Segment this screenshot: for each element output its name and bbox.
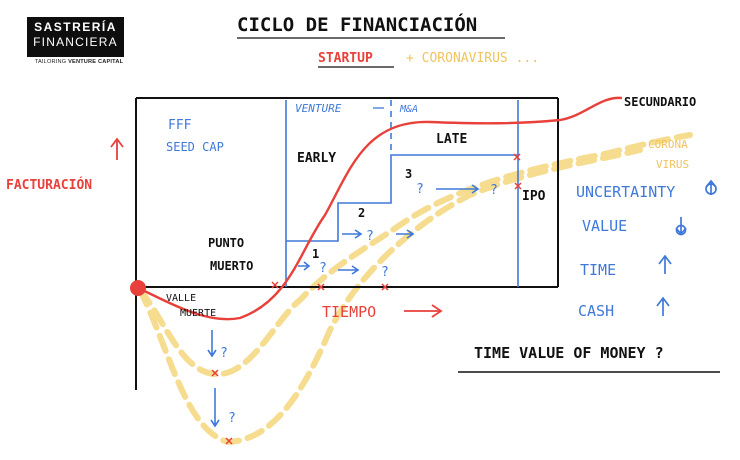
valle-line1: VALLE [166, 293, 196, 304]
arrow-icon [338, 265, 360, 275]
question-mark: ? [228, 411, 236, 426]
arrow-icon [436, 184, 480, 194]
arrow-up-icon [705, 179, 717, 195]
question-mark: ? [490, 183, 498, 198]
stage-seed-cap: SEED CAP [166, 140, 224, 154]
brand-tagline: TAILORING VENTURE CAPITAL [24, 59, 134, 65]
time-value-of-money: TIME VALUE OF MONEY ? [474, 344, 664, 362]
punto-muerto-line2: MUERTO [210, 259, 253, 273]
corona-curve-lower [137, 147, 643, 446]
question-mark: ? [416, 182, 424, 197]
tiempo-label: TIEMPO [322, 303, 376, 321]
brand-line-2: FINANCIERA [33, 35, 118, 49]
metric-uncertainty: UNCERTAINTY [576, 183, 675, 201]
valle-line2: MUERTE [180, 308, 216, 319]
x-marker [514, 182, 522, 190]
brand-logo: SASTRERÍA FINANCIERA [27, 17, 124, 57]
step-number-3: 3 [405, 167, 412, 181]
arrow-icon [298, 261, 311, 271]
step-number-1: 1 [312, 247, 319, 261]
secundario-label: SECUNDARIO [624, 95, 696, 109]
metrics-list: UNCERTAINTY VALUE TIME CASH [576, 183, 675, 320]
subtitle-coronavirus: + CORONAVIRUS ... [406, 51, 539, 66]
corona-curve-upper [137, 132, 693, 378]
metric-time: TIME [580, 261, 616, 279]
tiempo-arrow-icon [404, 304, 443, 318]
x-marker [381, 283, 389, 291]
funding-staircase [286, 154, 518, 242]
x-marker [513, 153, 521, 161]
step-number-2: 2 [358, 206, 365, 220]
x-marker [211, 369, 219, 377]
facturacion-label: FACTURACIÓN [6, 177, 92, 193]
x-marker [271, 281, 279, 289]
arrow-up-icon [658, 254, 672, 274]
arrow-icon [396, 229, 415, 239]
subtitle-startup: STARTUP [318, 51, 373, 66]
question-marks: ? ? ? ? ? ? ? [220, 182, 498, 426]
metric-cash: CASH [578, 302, 614, 320]
metric-arrows [656, 179, 717, 316]
stage-mna: M&A [399, 104, 418, 115]
arrow-icon [210, 388, 220, 428]
x-marker [225, 437, 233, 445]
stage-dividers [285, 100, 519, 287]
funding-arrows [207, 184, 480, 428]
stage-fff: FFF [168, 118, 192, 133]
arrow-icon [207, 330, 217, 358]
stage-late: LATE [436, 132, 467, 147]
punto-muerto-line1: PUNTO [208, 236, 244, 250]
corona-label-line1: CORONA [648, 138, 688, 151]
board-frame [135, 97, 720, 390]
stage-ipo: IPO [522, 189, 546, 204]
x-marker [317, 283, 325, 291]
arrow-icon [342, 229, 363, 239]
brand-line-1: SASTRERÍA [34, 20, 117, 34]
question-mark: ? [220, 346, 228, 361]
diagram-title: CICLO DE FINANCIACIÓN [237, 12, 477, 36]
revenue-curve [137, 96, 623, 321]
facturacion-arrow-icon [110, 137, 124, 160]
corona-label-line2: VIRUS [656, 158, 689, 171]
question-mark: ? [319, 261, 327, 276]
metric-value: VALUE [582, 217, 627, 235]
coronavirus-curves [137, 132, 693, 446]
question-mark: ? [381, 265, 389, 280]
start-point [130, 280, 146, 296]
tagline-bold: VENTURE CAPITAL [68, 59, 124, 65]
stage-venture: VENTURE [295, 102, 342, 115]
question-mark: ? [366, 229, 374, 244]
arrow-up-icon [656, 296, 670, 316]
arrow-down-icon [675, 217, 687, 236]
risk-markers [211, 153, 522, 445]
tagline-prefix: TAILORING [34, 59, 69, 65]
stage-early: EARLY [297, 151, 336, 166]
